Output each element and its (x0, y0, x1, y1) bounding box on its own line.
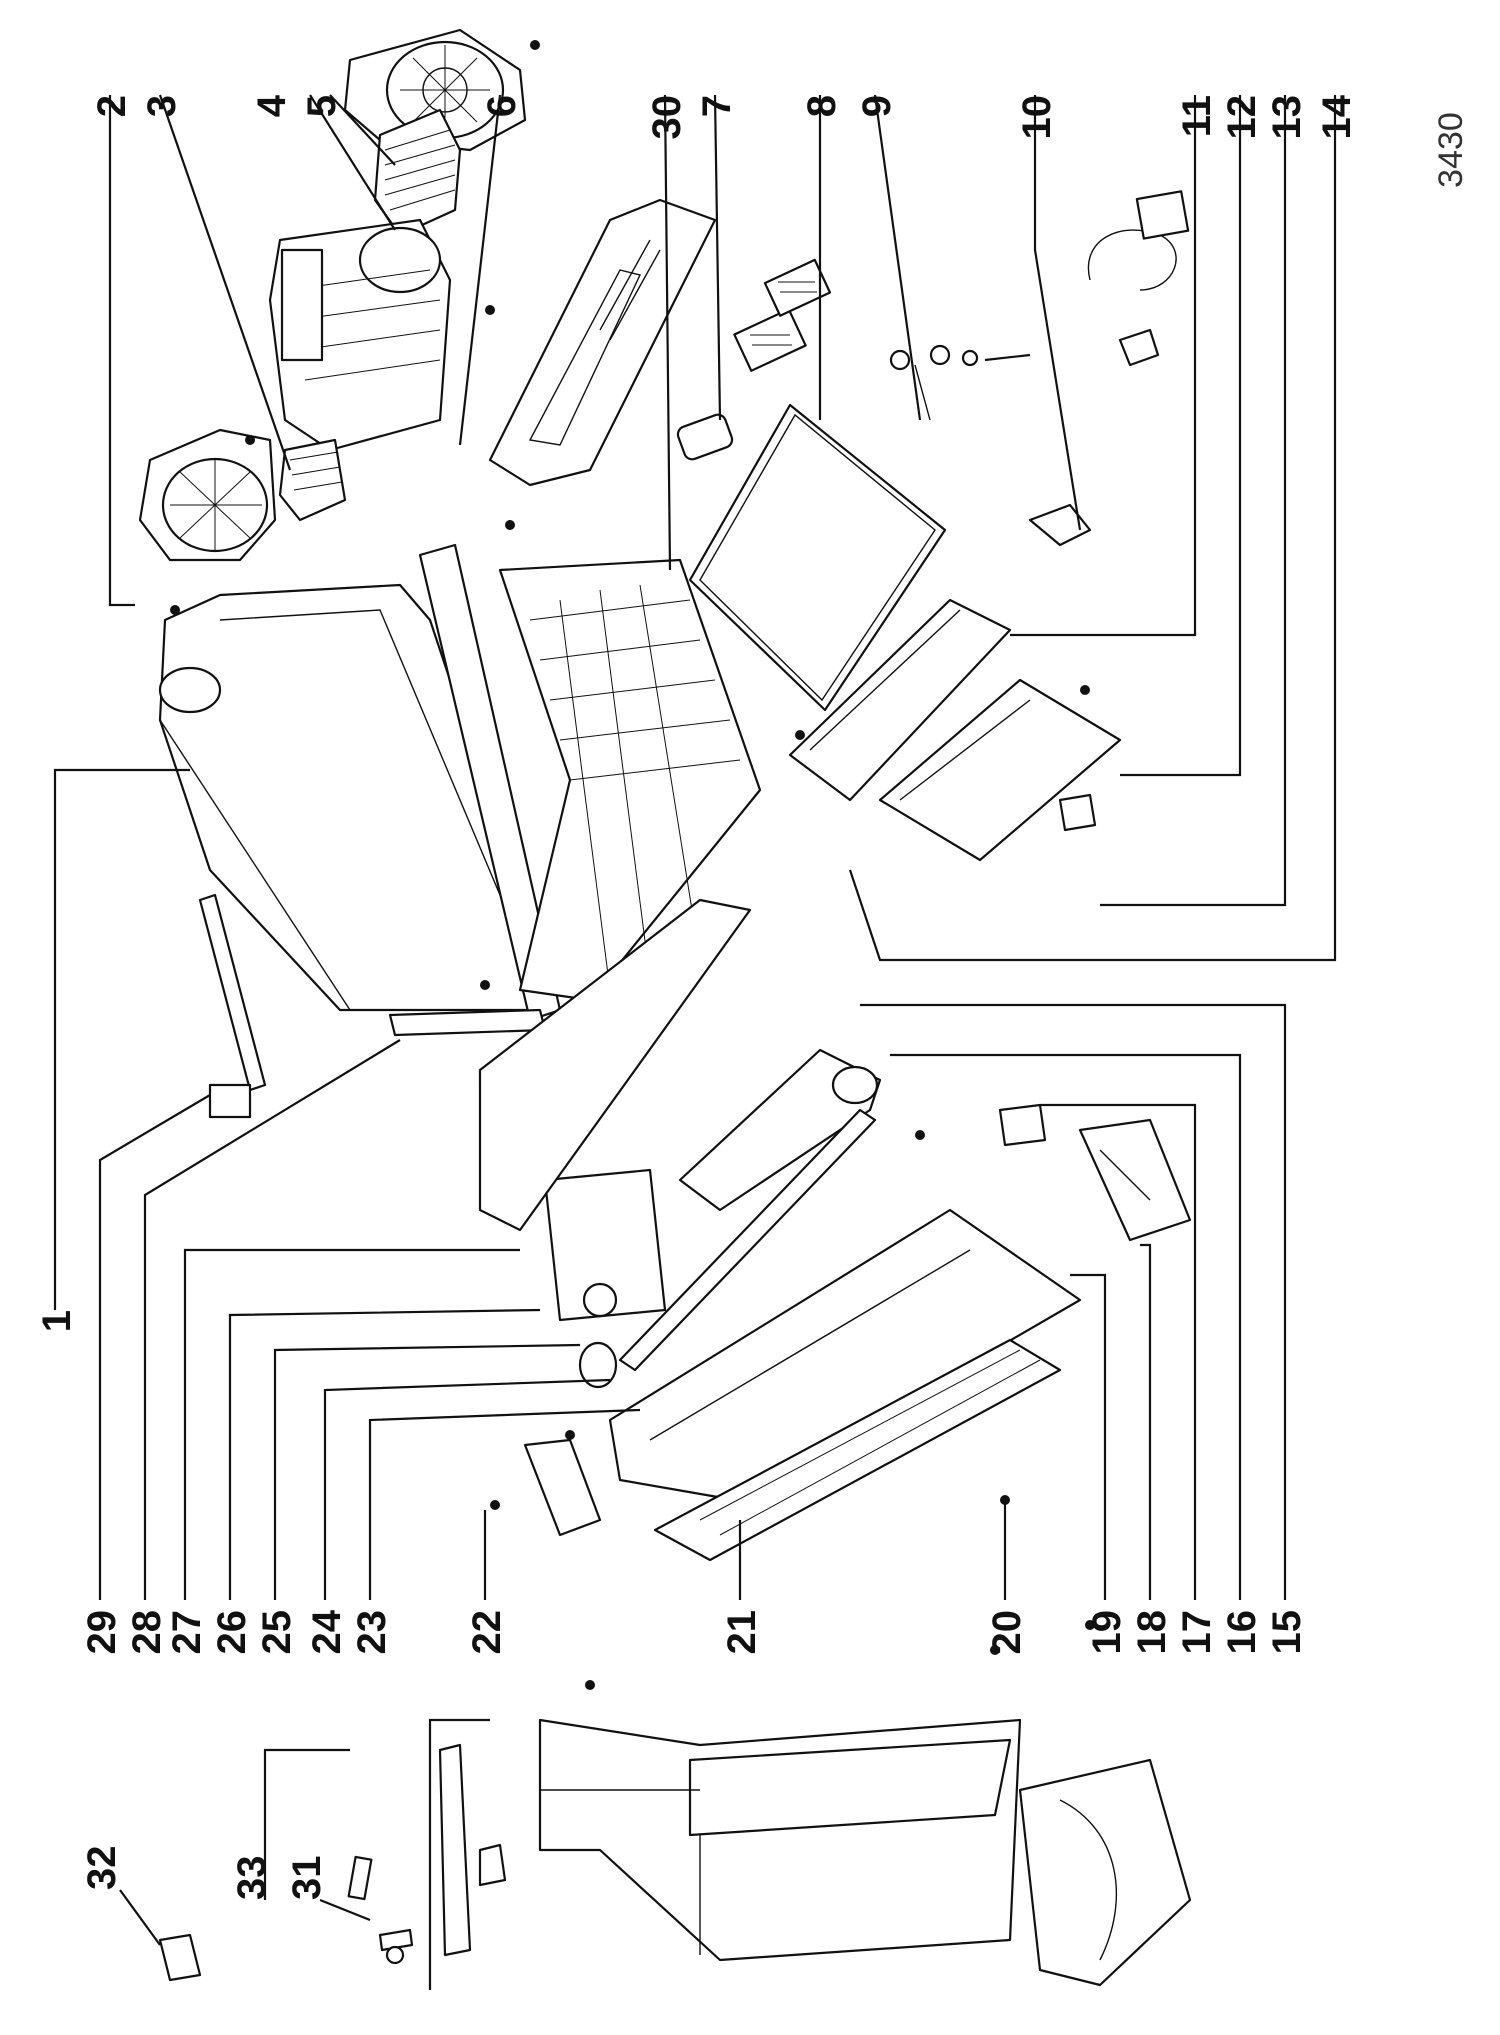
callout-15: 15 (1265, 1610, 1309, 1655)
cable-fittings (889, 344, 1031, 421)
callout-10: 10 (1015, 95, 1059, 140)
callout-7: 7 (695, 95, 739, 117)
leader-27 (183, 1248, 520, 1600)
leader-32 (119, 1889, 161, 1946)
callout-25: 25 (255, 1610, 299, 1655)
lamp-assembly (788, 598, 1012, 802)
callout-24: 24 (305, 1609, 349, 1654)
callout-20: 20 (985, 1610, 1029, 1655)
leader-7 (713, 94, 722, 421)
side-rail (198, 893, 267, 1119)
fan-housing-left (138, 428, 347, 562)
drawing-reference: 3430 (1432, 112, 1470, 188)
leader-5 (329, 94, 396, 166)
power-cord (1028, 190, 1190, 547)
leader-15 (860, 1003, 1287, 1600)
leader-12 (1120, 95, 1242, 777)
leader-17 (1040, 1103, 1197, 1600)
callout-32: 32 (80, 1846, 124, 1891)
callout-5: 5 (300, 95, 344, 117)
callout-31: 31 (285, 1856, 329, 1901)
light-channel (478, 898, 752, 1232)
leader-4 (309, 94, 396, 231)
leader-2 (108, 95, 135, 607)
callout-3: 3 (140, 95, 184, 117)
screw (378, 1928, 414, 1965)
mounting-bracket (438, 1743, 507, 1957)
grease-filter (688, 403, 947, 712)
callout-23: 23 (350, 1610, 394, 1655)
callout-22: 22 (465, 1610, 509, 1655)
callout-28: 28 (125, 1610, 169, 1655)
fluorescent-tube (618, 1108, 877, 1372)
leader-6 (458, 94, 502, 446)
small-switch (998, 1103, 1047, 1147)
leader-1 (53, 768, 190, 1310)
leader-19 (1070, 1273, 1107, 1600)
side-bracket (678, 1048, 882, 1212)
callout-29: 29 (80, 1610, 124, 1655)
switch-assembly (878, 678, 1122, 862)
callout-4: 4 (250, 94, 294, 117)
motor (268, 218, 452, 452)
fan-housing-top (343, 28, 527, 152)
leader-10 (1033, 95, 1082, 531)
leader-28 (143, 1039, 401, 1600)
leader-31 (319, 1898, 371, 1922)
leader-3 (158, 94, 292, 471)
control-knob (1058, 793, 1097, 832)
front-frame (388, 543, 562, 1037)
chimney-cover (1018, 1758, 1192, 1987)
leader-16 (890, 1053, 1242, 1600)
light-bulb (578, 1341, 618, 1389)
callout-26: 26 (210, 1610, 254, 1655)
callout-11: 11 (1175, 95, 1219, 137)
chimney-housing (538, 1718, 1022, 1962)
callout-8: 8 (800, 95, 844, 117)
callout-30: 30 (645, 95, 689, 140)
callout-13: 13 (1265, 95, 1309, 140)
end-cap (523, 1438, 602, 1537)
leader-18 (1140, 1243, 1152, 1600)
callout-27: 27 (165, 1610, 209, 1655)
leader-bracket (428, 1718, 490, 1990)
leader-29 (98, 1094, 211, 1600)
callout-1: 1 (35, 1310, 79, 1332)
callout-2: 2 (90, 95, 134, 117)
leader-11 (1010, 95, 1197, 637)
callout-12: 12 (1220, 95, 1264, 140)
leader-14 (848, 95, 1337, 962)
terminal-block (733, 258, 832, 372)
callout-21: 21 (720, 1610, 764, 1655)
leader-13 (1100, 95, 1287, 907)
callout-9: 9 (855, 95, 899, 117)
callout-14: 14 (1315, 94, 1359, 139)
leader-26 (228, 1308, 541, 1600)
leader-33 (263, 1748, 350, 1900)
callout-17: 17 (1175, 1610, 1219, 1655)
leader-30 (663, 94, 672, 571)
leader-25 (273, 1343, 581, 1600)
callout-16: 16 (1220, 1610, 1264, 1655)
control-panel (488, 198, 717, 487)
leader-23 (368, 1408, 641, 1600)
leader-9 (873, 94, 922, 421)
leader-lines (53, 94, 1337, 1990)
wall-bracket (158, 1933, 202, 1982)
callout-labels: 1 2 3 4 5 6 7 8 9 10 11 12 13 14 15 16 1… (35, 94, 1359, 1900)
parts-group (138, 28, 1192, 1987)
wall-plug (347, 1855, 373, 1901)
capacitor (676, 413, 734, 461)
screws (170, 40, 1095, 1690)
callout-6: 6 (480, 95, 524, 117)
callout-19: 19 (1085, 1610, 1129, 1655)
side-cover (1078, 1118, 1192, 1242)
callout-18: 18 (1130, 1610, 1174, 1655)
callout-33: 33 (230, 1856, 274, 1901)
glass-panel (653, 1338, 1062, 1562)
leader-24 (323, 1378, 611, 1600)
